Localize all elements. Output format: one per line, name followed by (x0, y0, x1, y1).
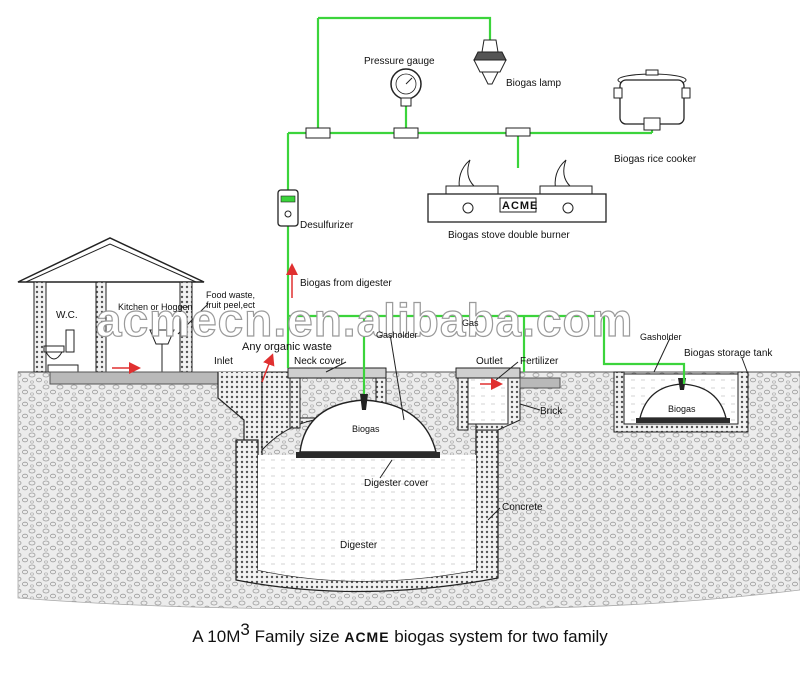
label-concrete: Concrete (502, 502, 543, 513)
label-brick: Brick (540, 406, 563, 417)
label-food-waste-1: Food waste, (206, 290, 255, 300)
label-stove-brand: ACME (502, 200, 538, 212)
caption-brand: ACME (344, 629, 389, 645)
label-gasholder-right: Gasholder (640, 332, 682, 342)
label-outlet: Outlet (476, 356, 503, 367)
label-food-waste-2: fruit peel,ect (206, 300, 256, 310)
label-any-organic-waste: Any organic waste (242, 341, 332, 353)
label-digester-cover: Digester cover (364, 478, 429, 489)
label-gas-pipe: Gas (462, 318, 479, 328)
label-kitchen: Kitchen or Hoggen (118, 302, 193, 312)
label-biogas-stove: Biogas stove double burner (448, 230, 570, 241)
watermark: acmecn.en.alibaba.com (96, 294, 633, 346)
digester-structure (217, 367, 561, 593)
caption-superscript: 3 (240, 620, 249, 639)
pressure-gauge-icon (390, 68, 422, 107)
stove-icon (427, 159, 607, 223)
storage-tank (613, 371, 749, 433)
rice-cooker-icon (613, 69, 691, 131)
label-fertilizer: Fertilizer (520, 356, 559, 367)
label-neck-cover: Neck cover (294, 356, 345, 367)
label-desulfurizer: Desulfurizer (300, 220, 354, 231)
leader-lines (177, 303, 749, 521)
caption-middle: Family size (250, 627, 344, 646)
label-biogas-tank: Biogas (668, 404, 696, 414)
label-biogas-from-digester: Biogas from digester (300, 278, 392, 289)
label-biogas-lamp: Biogas lamp (506, 78, 561, 89)
label-wc: W.C. (56, 310, 78, 321)
caption-suffix: biogas system for two family (390, 627, 609, 646)
label-biogas-storage-tank: Biogas storage tank (684, 348, 773, 359)
label-pressure-gauge: Pressure gauge (364, 56, 435, 67)
label-biogas-rice-cooker: Biogas rice cooker (614, 154, 697, 165)
label-biogas-dome: Biogas (352, 424, 380, 434)
caption: A 10M3 Family size ACME biogas system fo… (192, 620, 608, 646)
house (17, 237, 221, 385)
biogas-lamp-icon (473, 39, 507, 85)
pipe-fittings (305, 127, 531, 139)
caption-prefix: A 10M (192, 627, 240, 646)
desulfurizer-icon (277, 189, 299, 227)
label-inlet: Inlet (214, 356, 233, 367)
gas-pipe-network (286, 16, 686, 394)
label-digester: Digester (340, 540, 378, 551)
label-gasholder-left: Gasholder (376, 330, 418, 340)
flow-arrows (261, 263, 298, 383)
